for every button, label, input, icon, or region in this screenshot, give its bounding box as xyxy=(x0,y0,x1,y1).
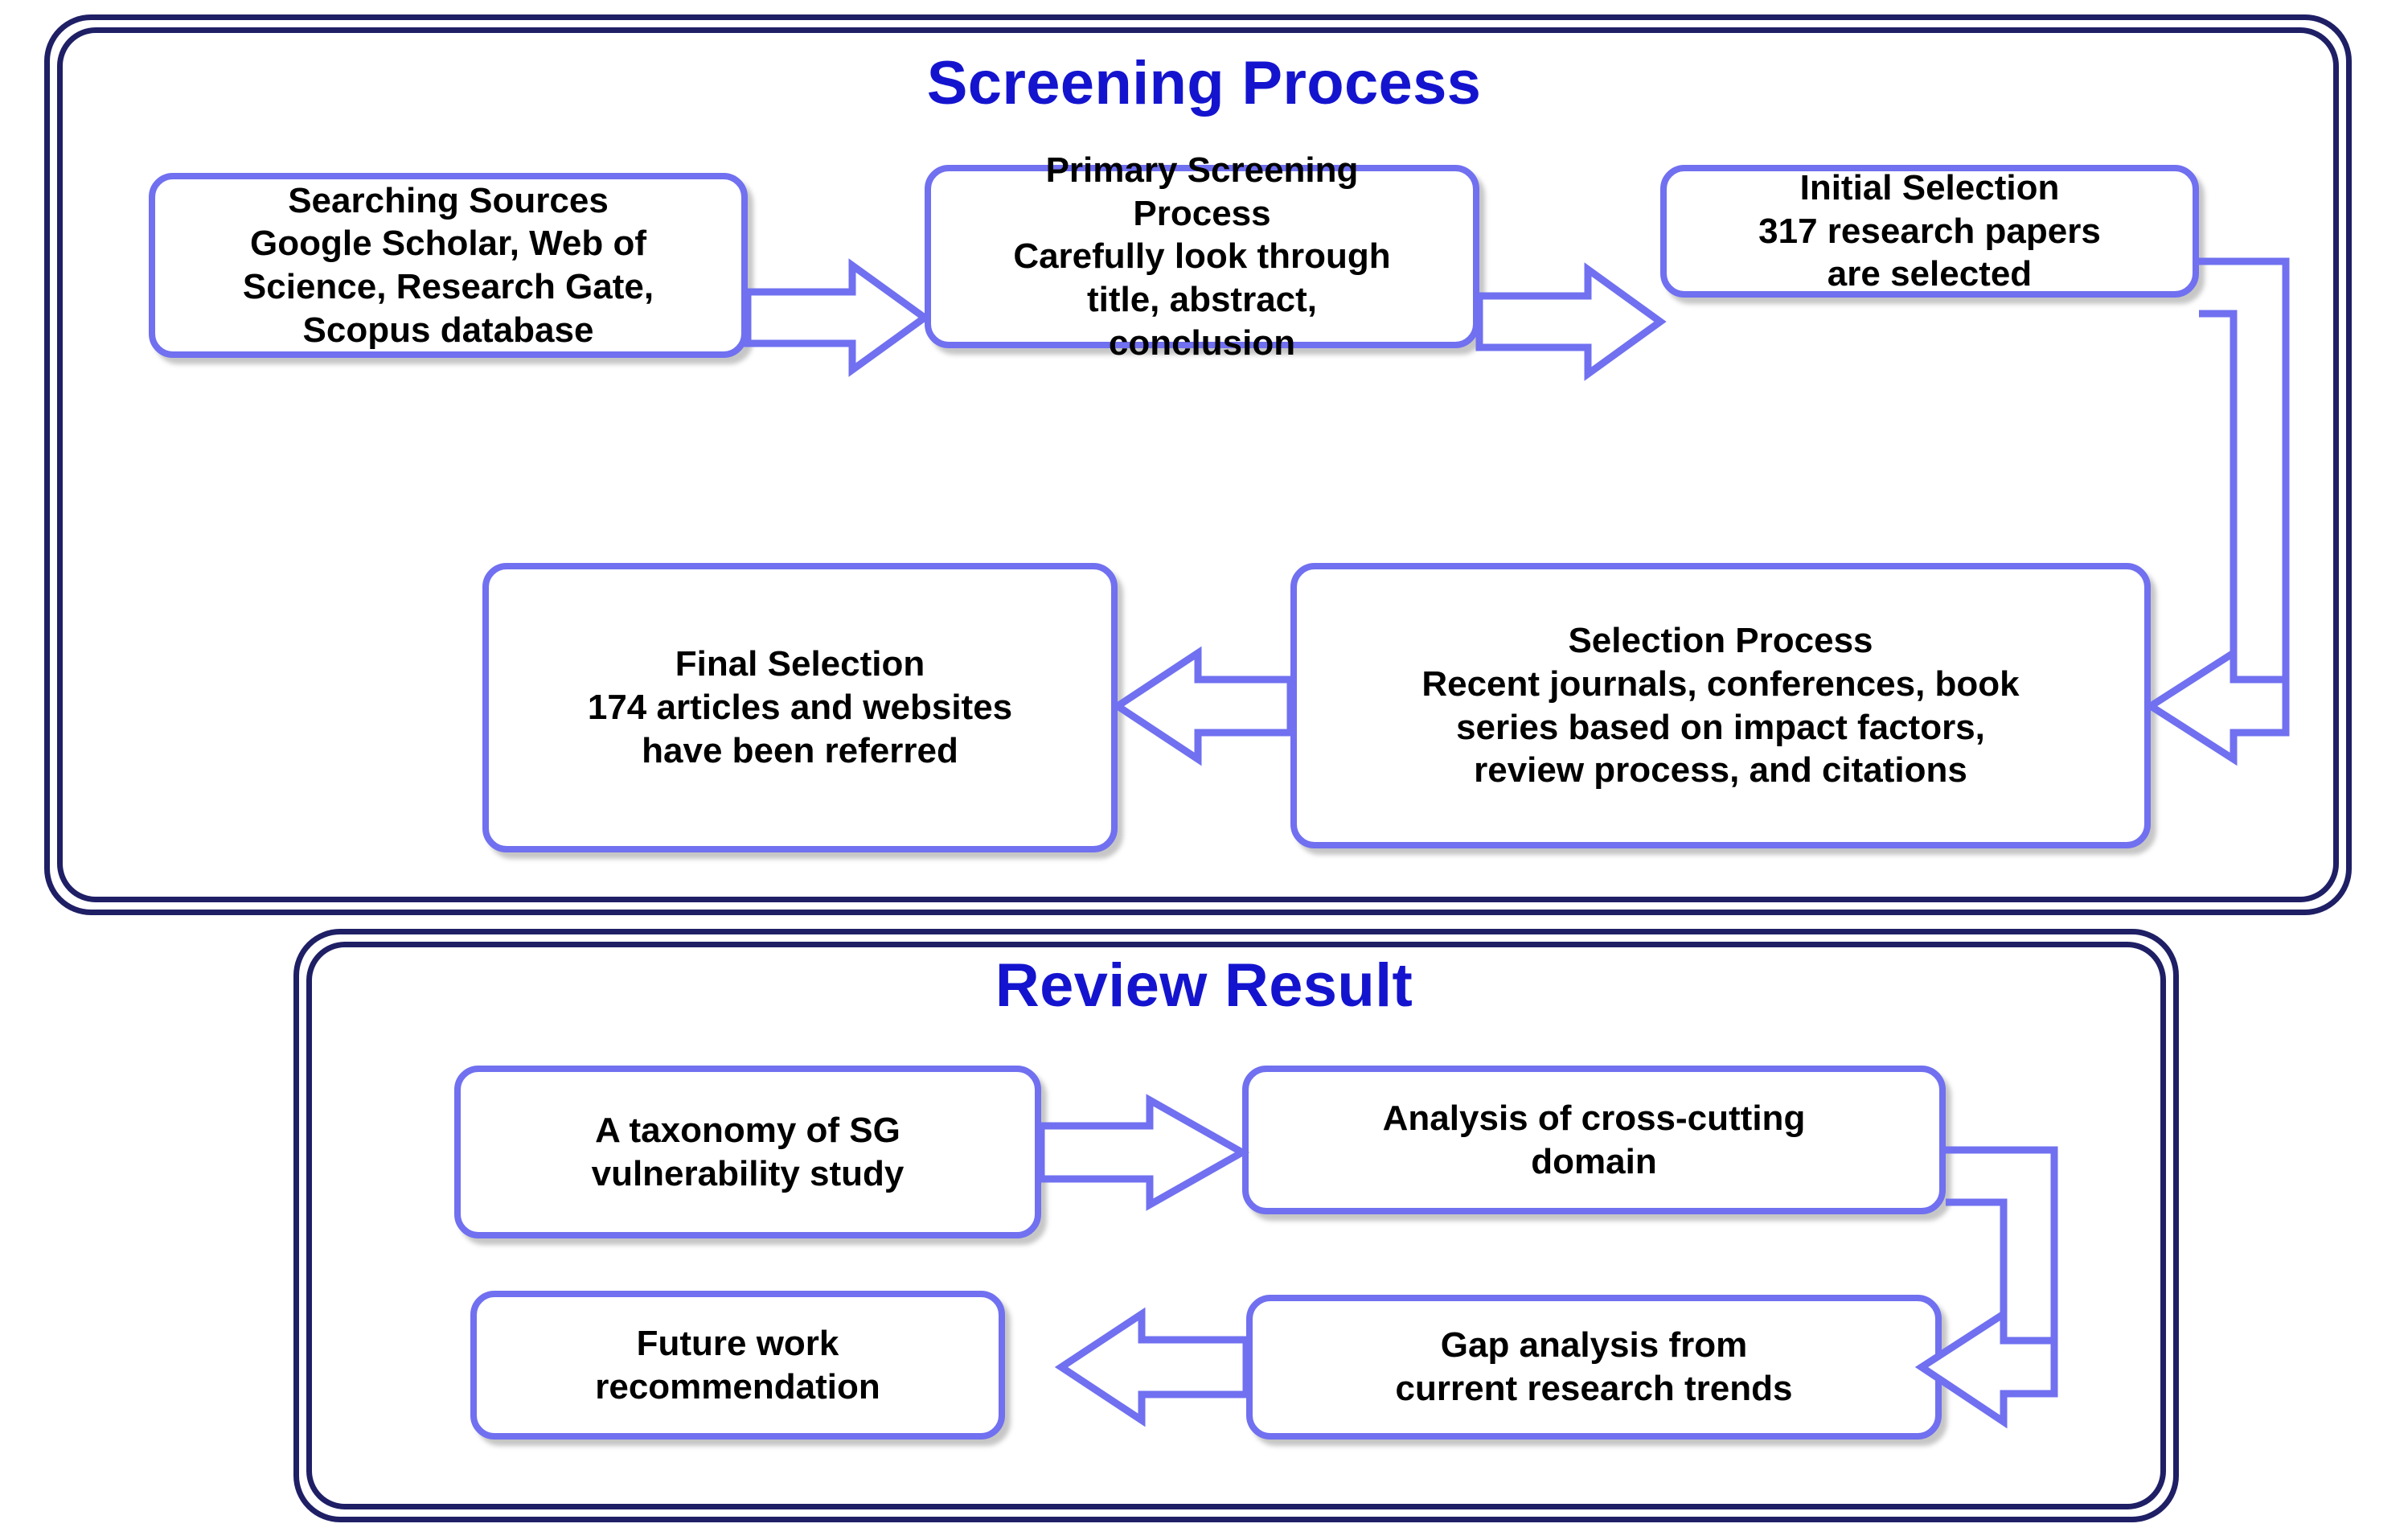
node-analysis-cross-cutting-domain[interactable]: Analysis of cross-cutting domain xyxy=(1242,1066,1946,1214)
node-future-work-recommendation-label: Future work recommendation xyxy=(595,1323,880,1407)
node-taxonomy-sg-vulnerability[interactable]: A taxonomy of SG vulnerability study xyxy=(454,1066,1041,1238)
node-primary-screening-process[interactable]: Primary Screening Process Carefully look… xyxy=(925,150,1479,363)
node-selection-process-label: Selection Process Recent journals, confe… xyxy=(1421,621,2020,791)
node-searching-sources[interactable]: Searching Sources Google Scholar, Web of… xyxy=(149,173,748,358)
node-initial-selection[interactable]: Initial Selection 317 research papers ar… xyxy=(1660,165,2199,298)
node-future-work-recommendation[interactable]: Future work recommendation xyxy=(470,1291,1005,1439)
node-searching-sources-label: Searching Sources Google Scholar, Web of… xyxy=(242,180,654,350)
node-gap-analysis[interactable]: Gap analysis from current research trend… xyxy=(1246,1295,1942,1439)
node-analysis-cross-cutting-domain-label: Analysis of cross-cutting domain xyxy=(1382,1098,1806,1181)
node-final-selection-label: Final Selection 174 articles and website… xyxy=(587,644,1013,770)
node-initial-selection-label: Initial Selection 317 research papers ar… xyxy=(1758,168,2101,294)
node-selection-process[interactable]: Selection Process Recent journals, confe… xyxy=(1290,563,2151,848)
node-final-selection[interactable]: Final Selection 174 articles and website… xyxy=(482,563,1118,852)
node-primary-screening-process-label: Primary Screening Process Carefully look… xyxy=(1013,150,1391,363)
screening-process-title: Screening Process xyxy=(926,49,1482,117)
node-gap-analysis-label: Gap analysis from current research trend… xyxy=(1395,1325,1793,1408)
node-taxonomy-sg-vulnerability-label: A taxonomy of SG vulnerability study xyxy=(591,1110,905,1193)
review-result-title: Review Result xyxy=(995,951,1413,1020)
